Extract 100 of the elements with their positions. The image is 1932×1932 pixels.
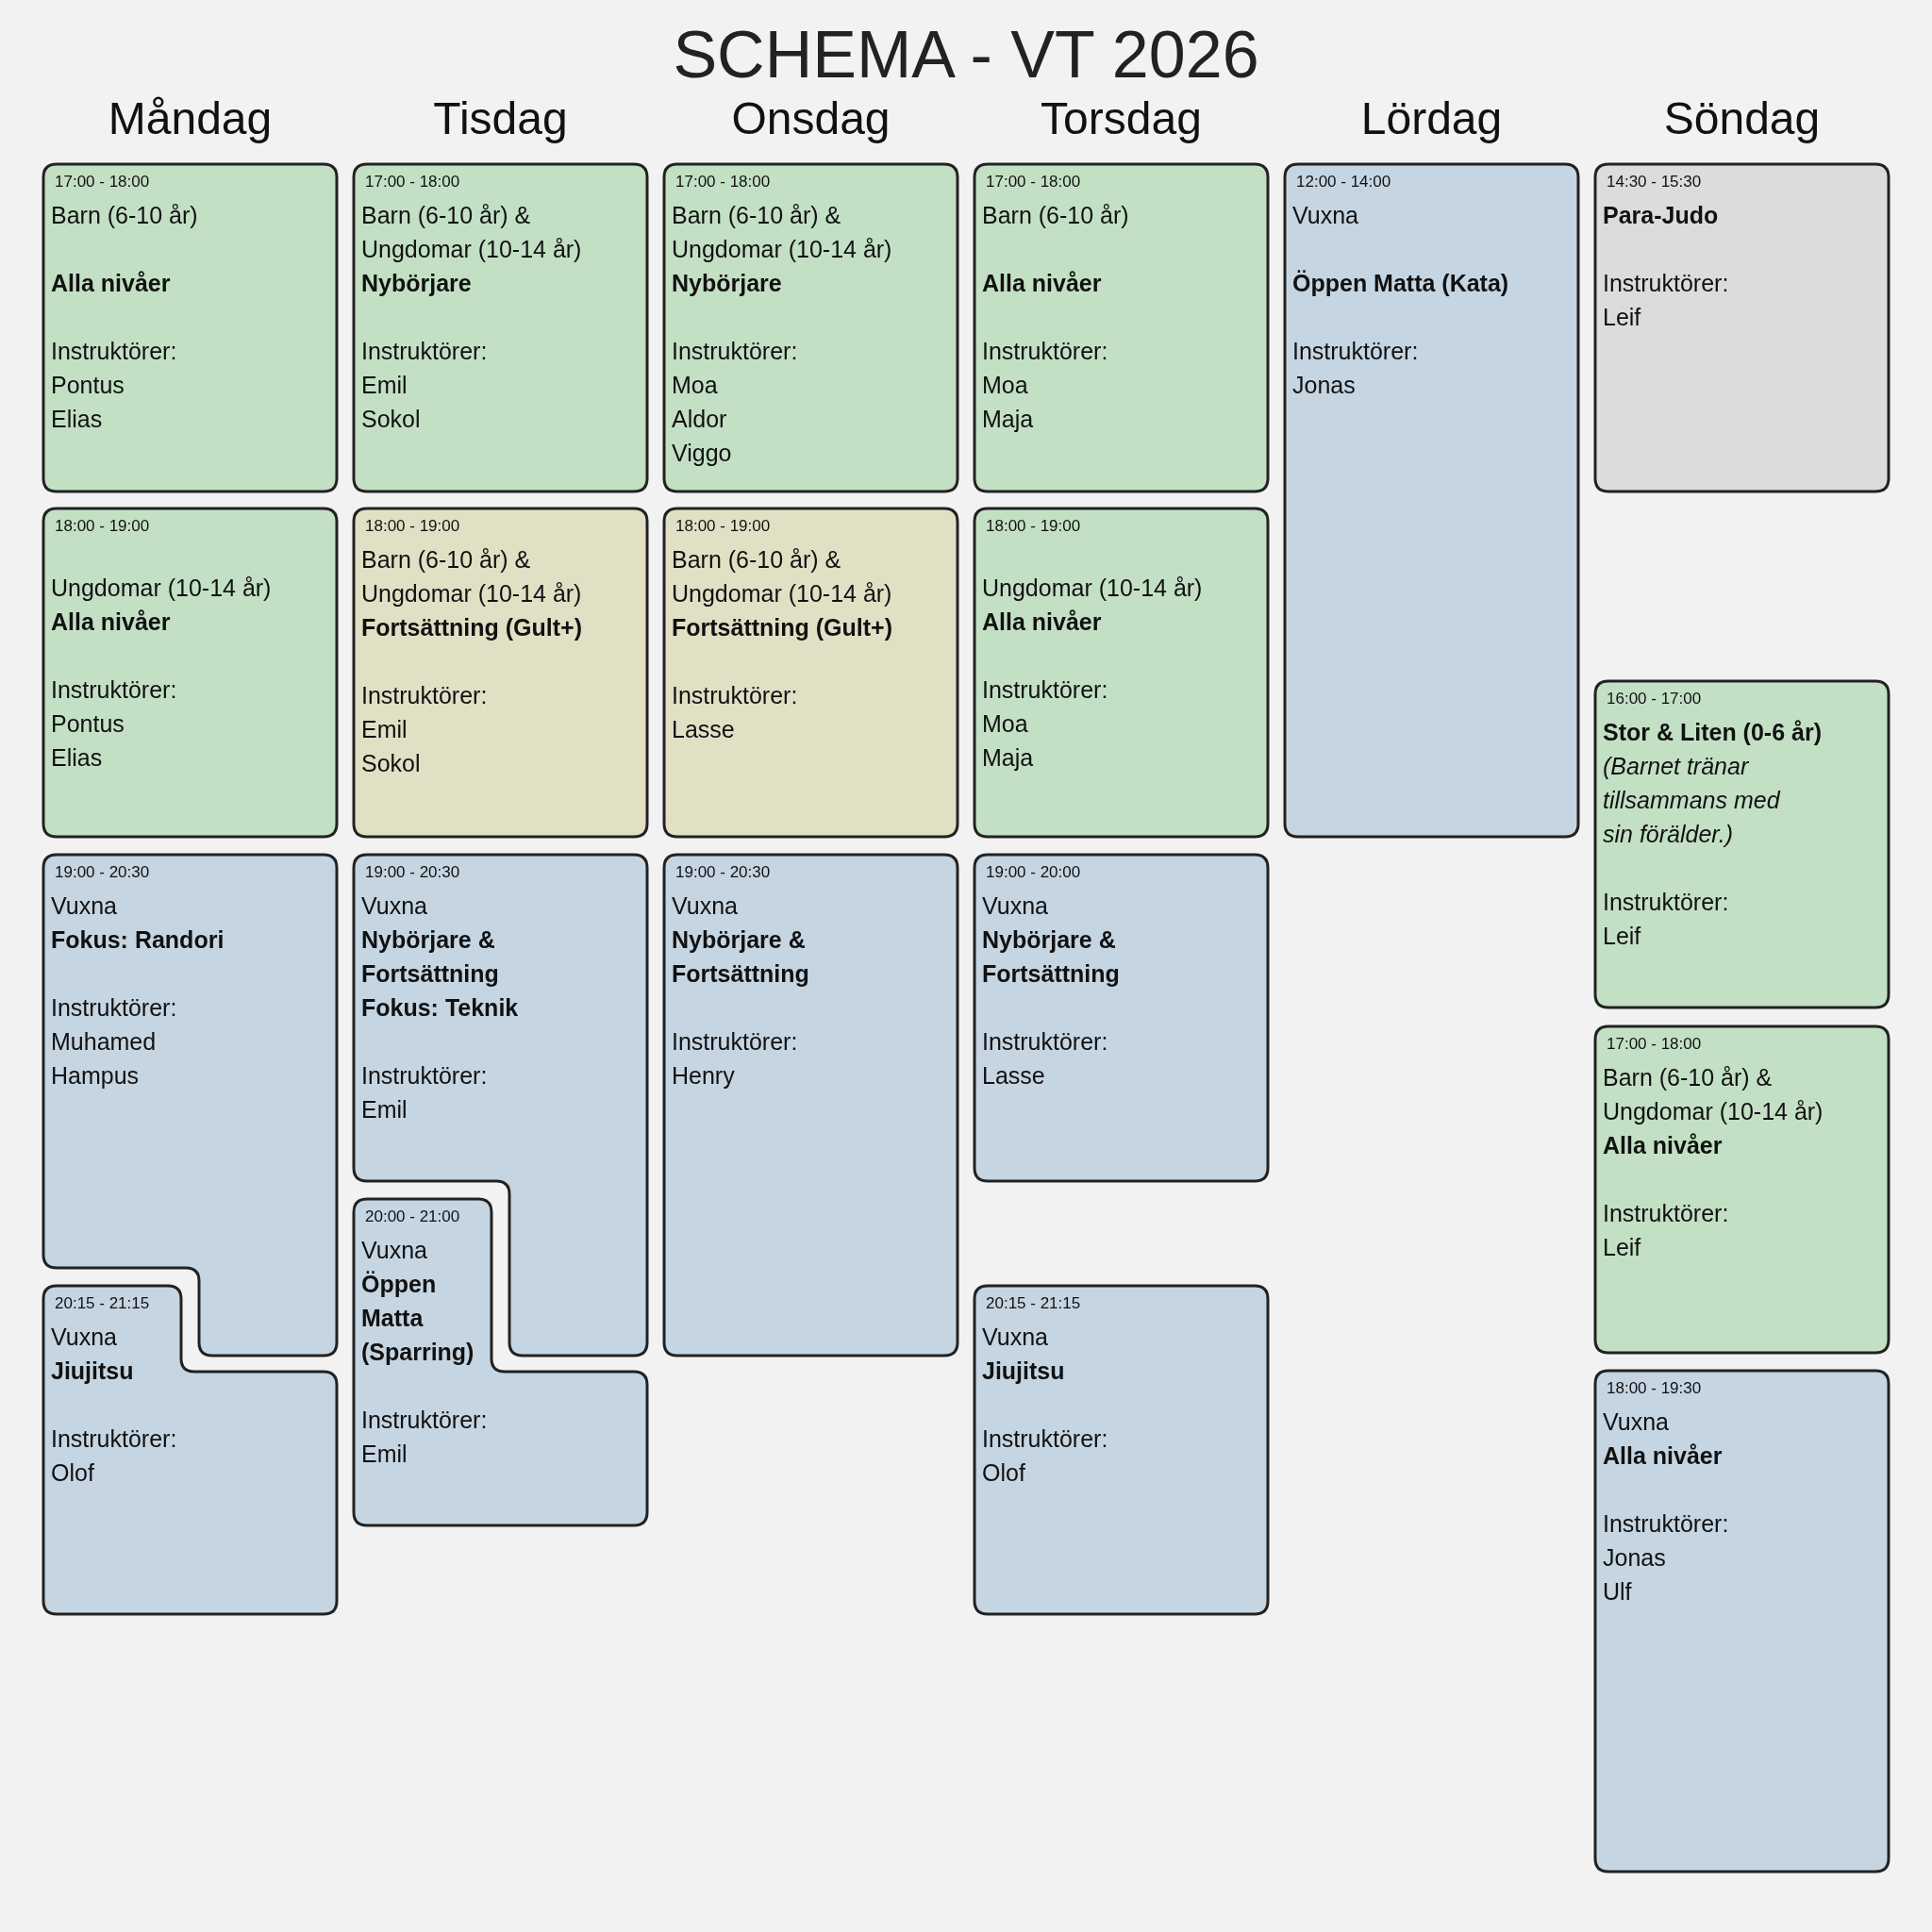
session-text: Nybörjare & Fortsättning xyxy=(982,925,1121,989)
session-text: Muhamed xyxy=(51,1027,157,1057)
session-text: Vuxna xyxy=(1603,1407,1669,1437)
session-text: Jonas xyxy=(1603,1543,1666,1573)
session-text: Elias xyxy=(51,405,103,434)
session-text: Henry xyxy=(672,1061,735,1091)
time-label: 16:00 - 17:00 xyxy=(1607,689,1702,709)
time-label: 18:00 - 19:00 xyxy=(986,516,1081,537)
session-text: Jiujitsu xyxy=(982,1357,1065,1386)
day-heading: Måndag xyxy=(107,92,274,144)
time-label: 19:00 - 20:00 xyxy=(986,862,1081,883)
session-text: Moa xyxy=(672,371,718,400)
session-text: Instruktörer: xyxy=(361,1061,488,1091)
session-text: Alla nivåer xyxy=(982,269,1102,298)
session-text: (Barnet tränar tillsammans med sin förälder.) xyxy=(1603,752,1782,849)
day-heading: Torsdag xyxy=(1040,92,1203,144)
session-text: Ungdomar (10-14 år) xyxy=(51,574,272,603)
session-text: Instruktörer: xyxy=(1603,888,1729,917)
session-text: Instruktörer: xyxy=(1603,269,1729,298)
session-text: Instruktörer: xyxy=(361,337,488,366)
time-label: 18:00 - 19:00 xyxy=(365,516,460,537)
session-text: Pontus xyxy=(51,709,125,739)
time-label: 17:00 - 18:00 xyxy=(675,172,771,192)
session-text: Nybörjare xyxy=(672,269,782,298)
session-text: Stor & Liten (0-6 år) xyxy=(1603,718,1822,747)
schedule-title: SCHEMA - VT 2026 xyxy=(672,17,1260,92)
session-text: Hampus xyxy=(51,1061,140,1091)
session-text: Instruktörer: xyxy=(51,993,177,1023)
time-label: 19:00 - 20:30 xyxy=(675,862,771,883)
session-text: Barn (6-10 år) & Ungdomar (10-14 år) xyxy=(1603,1063,1824,1126)
session-text: Instruktörer: xyxy=(672,681,798,710)
session-text: Instruktörer: xyxy=(1603,1509,1729,1539)
session-text: Leif xyxy=(1603,922,1641,951)
session-text: Nybörjare & Fortsättning xyxy=(672,925,810,989)
session-text: Vuxna xyxy=(1292,201,1358,230)
session-text: Instruktörer: xyxy=(672,1027,798,1057)
session-text: Instruktörer: xyxy=(1603,1199,1729,1228)
session-text: Maja xyxy=(982,405,1034,434)
session-text: Barn (6-10 år) & Ungdomar (10-14 år) xyxy=(672,545,893,608)
session-text: Instruktörer: xyxy=(982,337,1108,366)
session-text: Barn (6-10 år) & Ungdomar (10-14 år) xyxy=(672,201,893,264)
session-text: Fortsättning (Gult+) xyxy=(361,613,582,642)
time-label: 18:00 - 19:30 xyxy=(1607,1378,1702,1399)
session-text: Emil xyxy=(361,1095,408,1124)
session-text: Instruktörer: xyxy=(982,1424,1108,1454)
session-text: Jonas xyxy=(1292,371,1356,400)
session-text: Moa xyxy=(982,371,1028,400)
time-label: 17:00 - 18:00 xyxy=(1607,1034,1702,1055)
session-text: Vuxna xyxy=(51,1323,117,1352)
session-text: Elias xyxy=(51,743,103,773)
session-text: Pontus xyxy=(51,371,125,400)
time-label: 17:00 - 18:00 xyxy=(365,172,460,192)
session-text: Emil xyxy=(361,1440,408,1469)
time-label: 17:00 - 18:00 xyxy=(55,172,150,192)
session-text: Lasse xyxy=(672,715,735,744)
session-text: Nybörjare xyxy=(361,269,472,298)
session-text: Vuxna xyxy=(51,891,117,921)
time-label: 20:15 - 21:15 xyxy=(55,1293,150,1314)
session-text: Barn (6-10 år) & Ungdomar (10-14 år) xyxy=(361,201,583,264)
day-heading: Söndag xyxy=(1662,92,1822,144)
session-text: Olof xyxy=(982,1458,1025,1488)
session-text: Sokol xyxy=(361,749,421,778)
session-text: Emil xyxy=(361,715,408,744)
session-text: Vuxna xyxy=(361,891,427,921)
session-text: Instruktörer: xyxy=(51,1424,177,1454)
session-text: Maja xyxy=(982,743,1034,773)
time-label: 20:15 - 21:15 xyxy=(986,1293,1081,1314)
day-heading: Lördag xyxy=(1359,92,1504,144)
session-text: Ungdomar (10-14 år) xyxy=(982,574,1203,603)
session-text: Alla nivåer xyxy=(51,269,171,298)
session-text: Vuxna xyxy=(361,1236,427,1265)
session-text: Barn (6-10 år) xyxy=(51,201,198,230)
session-text: Sokol xyxy=(361,405,421,434)
session-text: Nybörjare & Fortsättning xyxy=(361,925,500,989)
session-text: Instruktörer: xyxy=(51,337,177,366)
day-heading: Tisdag xyxy=(432,92,569,144)
session-text: Leif xyxy=(1603,1233,1641,1262)
time-label: 20:00 - 21:00 xyxy=(365,1207,460,1227)
session-text: Para-Judo xyxy=(1603,201,1719,230)
time-label: 14:30 - 15:30 xyxy=(1607,172,1702,192)
session-text: Alla nivåer xyxy=(982,608,1102,637)
session-text: Olof xyxy=(51,1458,94,1488)
session-text: Öppen Matta (Kata) xyxy=(1292,269,1509,298)
time-label: 19:00 - 20:30 xyxy=(55,862,150,883)
session-text: Instruktörer: xyxy=(982,1027,1108,1057)
session-text: Barn (6-10 år) & Ungdomar (10-14 år) xyxy=(361,545,583,608)
session-text: Ulf xyxy=(1603,1577,1632,1607)
time-label: 12:00 - 14:00 xyxy=(1296,172,1391,192)
session-text: Lasse xyxy=(982,1061,1045,1091)
session-text: Vuxna xyxy=(982,1323,1048,1352)
session-text: Instruktörer: xyxy=(672,337,798,366)
session-text: Jiujitsu xyxy=(51,1357,134,1386)
session-text: Fortsättning (Gult+) xyxy=(672,613,892,642)
session-text: Fokus: Randori xyxy=(51,925,225,955)
session-text: Instruktörer: xyxy=(51,675,177,705)
session-text: Alla nivåer xyxy=(51,608,171,637)
session-text: Vuxna xyxy=(672,891,738,921)
time-label: 19:00 - 20:30 xyxy=(365,862,460,883)
session-text: Alla nivåer xyxy=(1603,1441,1723,1471)
session-text: Moa xyxy=(982,709,1028,739)
